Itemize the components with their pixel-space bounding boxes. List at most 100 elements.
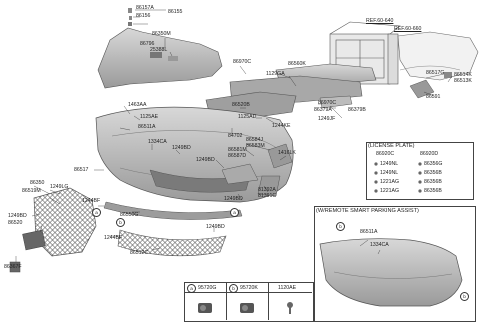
license-fastener-icons	[374, 162, 422, 193]
callout-a-1[interactable]: a	[92, 208, 101, 217]
cover-86581m	[221, 163, 259, 185]
fender-ref	[397, 31, 479, 81]
label-1244bf-2: 1244BF	[104, 235, 123, 241]
label-1416lk: 1416LK	[278, 150, 296, 156]
label-86520b: 86520B	[232, 102, 250, 108]
label-86587d: 86587D	[228, 153, 247, 159]
label-86520: 86520	[8, 220, 23, 226]
leader-lines	[15, 9, 453, 262]
legend-divider-1	[226, 282, 227, 320]
smart-parking-label-1334ca: 1334CA	[370, 242, 389, 248]
license-row-4-left: 1221AG	[380, 188, 400, 194]
callout-a-2[interactable]: a	[230, 208, 239, 217]
label-86350: 86350	[30, 180, 45, 186]
label-86156: 86156	[136, 13, 151, 19]
bumper-cover-parking-assist	[319, 238, 463, 307]
lower-grille-86512c	[117, 229, 227, 257]
label-86367f: 86367F	[4, 264, 22, 270]
side-bracket-86584j	[267, 143, 293, 169]
bracket-86517g	[444, 72, 452, 78]
ref-60-660[interactable]: REF.60-660	[394, 26, 422, 32]
legend-marker-b: b	[229, 283, 238, 293]
label-86970c-2: 86970C	[318, 100, 337, 106]
license-col1-header: 86920C	[376, 151, 395, 157]
sensor-icon-95720k	[240, 303, 254, 313]
label-86513k: 86513K	[454, 78, 472, 84]
label-86517g: 86517G	[426, 70, 445, 76]
label-86970c: 86970C	[233, 59, 252, 65]
smart-parking-title: (W/REMOTE SMART PARKING ASSIST)	[316, 208, 419, 214]
label-86796: 86796	[140, 41, 155, 47]
legend-marker-a: a	[187, 283, 196, 293]
label-86550g: 86550G	[120, 212, 139, 218]
label-86379b: 86379B	[348, 107, 366, 113]
legend-part-1120ae: 1120AE	[278, 284, 297, 291]
label-86517: 86517	[74, 167, 89, 173]
legend-divider-2	[268, 282, 269, 320]
smart-parking-box	[314, 206, 476, 322]
label-1244bf-1: 1244BF	[82, 198, 101, 204]
license-plate-box	[366, 142, 474, 200]
label-1249jf: 1249JF	[318, 116, 336, 122]
label-1463aa: 1463AA	[128, 102, 147, 108]
label-1249bd-5: 1249BD	[206, 224, 225, 230]
license-row-3-right: 86356B	[424, 179, 442, 185]
side-trim-81392a	[257, 175, 281, 197]
license-row-3-left: 1221AG	[380, 179, 400, 185]
license-col2-header: 86920D	[420, 151, 439, 157]
label-86581m: 86581M	[228, 147, 247, 153]
label-86379a: 86379A	[314, 107, 332, 113]
label-1249lg: 1249LG	[50, 184, 69, 190]
label-86583m: 86583M	[246, 143, 265, 149]
bracket-86796	[150, 52, 162, 58]
label-1129ga: 1129GA	[266, 71, 285, 77]
license-row-4-right: 86356B	[424, 188, 442, 194]
label-86512c: 86512C	[130, 250, 149, 256]
label-86511a: 86511A	[138, 124, 156, 130]
sensor-icon-95720g	[198, 303, 212, 313]
label-86350m: 86350M	[152, 31, 171, 37]
label-1249bd-3: 1249BD	[8, 213, 27, 219]
callout-b-2[interactable]: b	[460, 292, 469, 301]
license-row-1-right: 86356G	[424, 161, 443, 167]
cover-86367f	[9, 261, 21, 273]
legend-part-95720g: 95720G	[198, 284, 217, 291]
emblem-86520	[22, 229, 46, 251]
callout-b-1[interactable]: b	[116, 218, 125, 227]
license-plate-title: (LICENSE PLATE)	[368, 143, 415, 149]
clip-hardware	[128, 8, 132, 26]
screw-icon-1120ae	[287, 302, 293, 314]
legend-header-rule	[184, 292, 312, 293]
license-row-2-left: 1249NL	[380, 170, 399, 176]
label-1334ca: 1334CA	[148, 139, 167, 145]
label-86514k: 86514K	[454, 72, 472, 78]
label-86155: 86155	[168, 9, 183, 15]
label-86560k: 86560K	[288, 61, 306, 67]
label-1249bd-2: 1249BD	[196, 157, 215, 163]
license-row-1-left: 1249NL	[380, 161, 399, 167]
part-25388l	[168, 56, 178, 61]
label-1125ad: 1125AD	[238, 114, 257, 120]
bracket-86970c	[319, 95, 353, 109]
label-86519m: 86519M	[22, 188, 41, 194]
ref-60-640[interactable]: REF.60-640	[366, 18, 394, 24]
lower-strip-86550g	[103, 201, 243, 220]
label-25388l: 25388L	[150, 47, 168, 53]
label-1249bd-4: 1249BD	[224, 196, 243, 202]
label-1244ke: 1244KE	[272, 123, 291, 129]
label-81391c: 81391C	[258, 193, 277, 199]
label-86591: 86591	[426, 94, 441, 100]
legend-part-95720k: 95720K	[240, 284, 258, 291]
label-1125ae: 1125AE	[140, 114, 159, 120]
label-86157a: 86157A	[136, 5, 154, 11]
label-86584j: 86584J	[246, 137, 264, 143]
smart-parking-callout-b[interactable]: b	[336, 222, 345, 231]
grille-opening	[149, 169, 251, 193]
license-row-2-right: 86356B	[424, 170, 442, 176]
label-81392a: 81392A	[258, 187, 276, 193]
legend-box	[184, 282, 314, 322]
label-1249bd-1: 1249BD	[172, 145, 191, 151]
smart-parking-label-86511a: 86511A	[360, 229, 378, 235]
